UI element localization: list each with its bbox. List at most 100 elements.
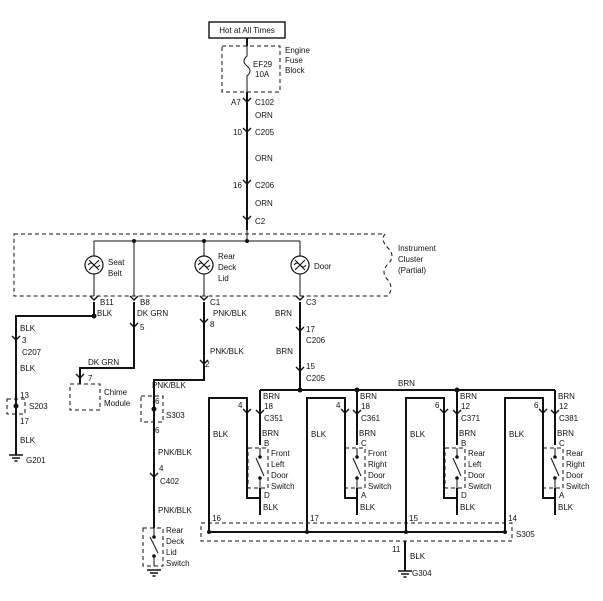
wire-brn-1: BRN bbox=[275, 309, 292, 318]
wire-blk-column: BLK bbox=[509, 430, 525, 439]
pin-17-right: 17 bbox=[306, 325, 315, 334]
wire-pnkblk-5: PNK/BLK bbox=[158, 506, 192, 515]
switch-label-1: Front bbox=[368, 449, 387, 458]
splice-s305: S305 bbox=[516, 530, 535, 539]
pin-bottom: D bbox=[264, 491, 270, 500]
pin-a7: A7 bbox=[231, 98, 241, 107]
pin-left: 4 bbox=[336, 401, 341, 410]
door-lamp-icon bbox=[290, 255, 310, 275]
wire-blk-column-2: BLK bbox=[558, 503, 574, 512]
pin-10: 10 bbox=[233, 128, 242, 137]
seat-belt-lamp-icon bbox=[84, 255, 104, 275]
wire-blk-1: BLK bbox=[97, 309, 113, 318]
switch-label-2: Left bbox=[468, 460, 482, 469]
pin-top: C bbox=[559, 439, 565, 448]
wire-brn-2: BRN bbox=[276, 347, 293, 356]
wire-orn-3: ORN bbox=[255, 199, 273, 208]
wire-blk-column: BLK bbox=[410, 430, 426, 439]
rear-deck-switch-label-4: Switch bbox=[166, 559, 190, 568]
conn-label: C371 bbox=[461, 414, 481, 423]
conn-c205-right: C205 bbox=[306, 374, 326, 383]
pin-bottom: A bbox=[559, 491, 565, 500]
fuse-name: EF29 bbox=[253, 60, 273, 69]
switch-label-3: Door bbox=[566, 471, 584, 480]
fuse-block-label-2: Fuse bbox=[285, 56, 303, 65]
wire-brn-column-2: BRN bbox=[557, 429, 574, 438]
ground-g201: G201 bbox=[26, 456, 46, 465]
fuse-block-label-1: Engine bbox=[285, 46, 310, 55]
fuse-rating: 10A bbox=[255, 70, 270, 79]
bus-pin-15: 15 bbox=[409, 514, 418, 523]
conn-c205-top: C205 bbox=[255, 128, 275, 137]
wire-brn-column: BRN bbox=[460, 392, 477, 401]
wire-blk-3: BLK bbox=[20, 436, 36, 445]
wire-brn-column-2: BRN bbox=[262, 429, 279, 438]
pin-right: 18 bbox=[264, 402, 273, 411]
pin-17-left: 17 bbox=[20, 417, 29, 426]
cluster-label-3: (Partial) bbox=[398, 266, 426, 275]
wire-pnkblk-4: PNK/BLK bbox=[158, 448, 192, 457]
wire-blk-column: BLK bbox=[213, 430, 229, 439]
conn-c206-top: C206 bbox=[255, 181, 275, 190]
pin-top: B bbox=[264, 439, 269, 448]
lamp-rear-label-1: Rear bbox=[218, 252, 236, 261]
fuse-block-label-3: Block bbox=[285, 66, 306, 75]
wire-dkgrn-1: DK GRN bbox=[137, 309, 168, 318]
pin-bottom: D bbox=[461, 491, 467, 500]
conn-c2: C2 bbox=[255, 217, 266, 226]
pin-6-a: 6 bbox=[155, 397, 160, 406]
lamp-seat-label-2: Belt bbox=[108, 269, 123, 278]
conn-c102: C102 bbox=[255, 98, 275, 107]
switch-label-4: Switch bbox=[566, 482, 590, 491]
lamp-rear-label-3: Lid bbox=[218, 274, 229, 283]
power-source: Hot at All Times bbox=[208, 21, 286, 39]
ground-g201-icon bbox=[8, 454, 24, 462]
chime-module: Chime Module bbox=[69, 383, 131, 411]
door-switch-column-2: BLK4BRN18C361BRNCFrontRightDoorSwitchABL… bbox=[306, 390, 392, 532]
wire-brn-column-2: BRN bbox=[359, 429, 376, 438]
wire-blk-2: BLK bbox=[20, 364, 36, 373]
wire-blk-column-2: BLK bbox=[360, 503, 376, 512]
wire-orn-2: ORN bbox=[255, 154, 273, 163]
pin-8-label: 8 bbox=[210, 320, 215, 329]
wire-orn-1: ORN bbox=[255, 111, 273, 120]
conn-c206-right: C206 bbox=[306, 336, 326, 345]
fuse-block: EF29 10A Engine Fuse Block bbox=[221, 45, 310, 93]
instrument-cluster: Instrument Cluster (Partial) Seat Belt R… bbox=[13, 230, 437, 297]
cluster-label-2: Cluster bbox=[398, 255, 424, 264]
pin-right: 18 bbox=[361, 402, 370, 411]
pin-c3: C3 bbox=[306, 298, 317, 307]
pin-left: 6 bbox=[534, 401, 539, 410]
splice-s303: S303 bbox=[166, 411, 185, 420]
pin-right: 12 bbox=[461, 402, 470, 411]
wire-blk-column-2: BLK bbox=[263, 503, 279, 512]
rear-deck-ground-icon bbox=[146, 569, 162, 577]
pin-3: 3 bbox=[22, 336, 27, 345]
wire-brn-column: BRN bbox=[360, 392, 377, 401]
bus-pin-17: 17 bbox=[310, 514, 319, 523]
pin-13: 13 bbox=[20, 391, 29, 400]
lamp-rear-label-2: Deck bbox=[218, 263, 237, 272]
conn-label: C351 bbox=[264, 414, 284, 423]
pin-top: B bbox=[461, 439, 466, 448]
pin-5: 5 bbox=[140, 323, 145, 332]
wire-pnkblk-2: PNK/BLK bbox=[210, 347, 244, 356]
wire-blk-left: BLK bbox=[20, 324, 36, 333]
conn-label: C361 bbox=[361, 414, 381, 423]
switch-label-1: Front bbox=[271, 449, 290, 458]
wire-brn-column-2: BRN bbox=[459, 429, 476, 438]
pin-c1: C1 bbox=[210, 298, 221, 307]
conn-c207: C207 bbox=[22, 348, 42, 357]
wire-blk-column: BLK bbox=[311, 430, 327, 439]
lamp-door-label: Door bbox=[314, 262, 332, 271]
conn-label: C381 bbox=[559, 414, 579, 423]
pin-right: 12 bbox=[559, 402, 568, 411]
switch-label-2: Right bbox=[368, 460, 387, 469]
switch-label-3: Door bbox=[368, 471, 386, 480]
power-label: Hot at All Times bbox=[219, 26, 275, 35]
pin-11: 11 bbox=[392, 545, 401, 554]
